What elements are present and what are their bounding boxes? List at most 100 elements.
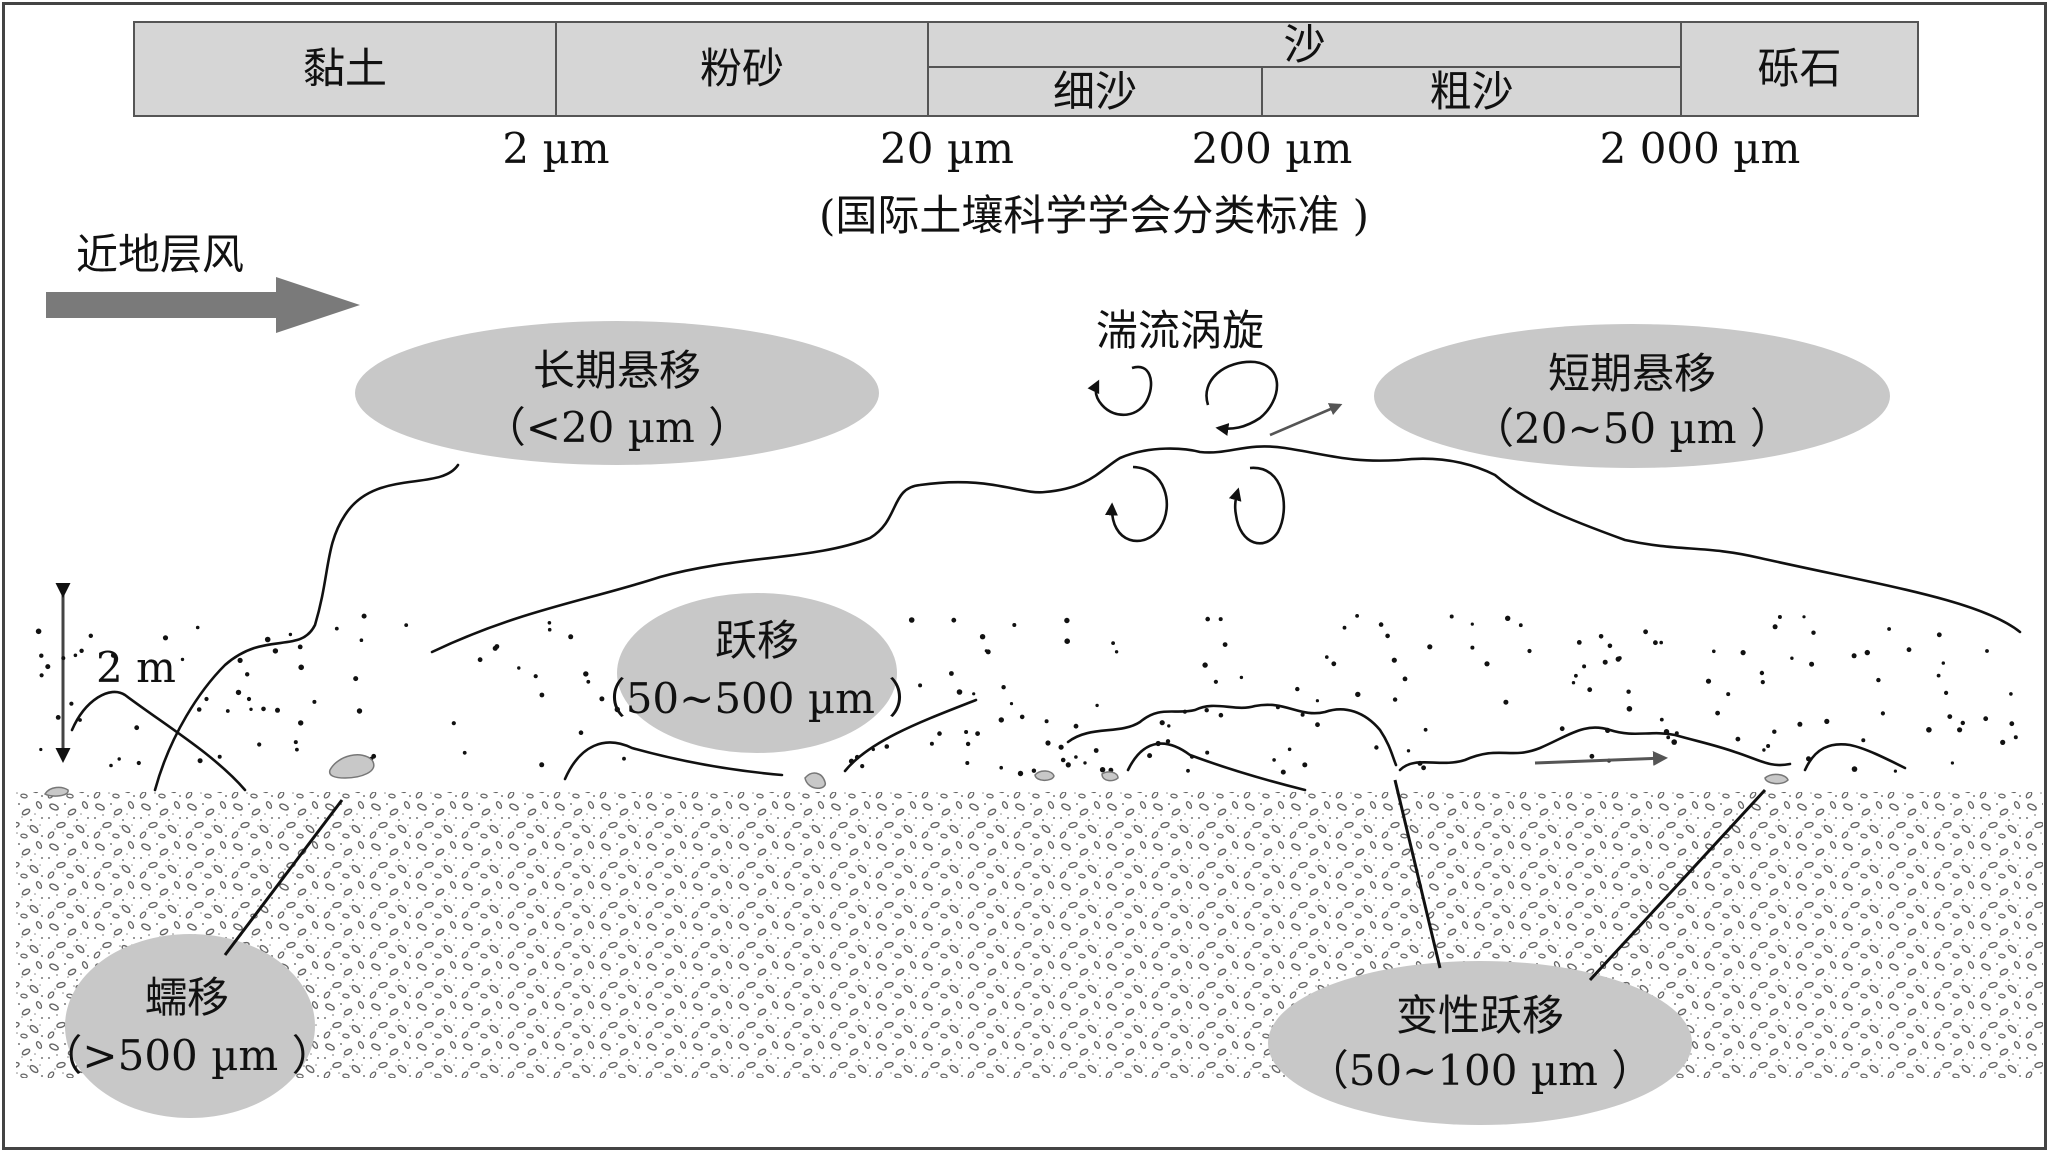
particle-dot <box>1045 740 1051 746</box>
particle-dot <box>1607 643 1613 649</box>
particle-dot <box>1626 689 1631 694</box>
saltation-arc-2 <box>563 741 784 781</box>
particle-dot <box>288 632 293 637</box>
particle-dot <box>908 617 915 623</box>
modified-saltation-range: （50~100 µm ） <box>1306 1046 1654 1095</box>
creep-ellipse <box>65 934 315 1118</box>
particle-dot <box>1802 615 1806 619</box>
particle-dot <box>117 757 121 761</box>
particle-dot <box>1374 745 1379 750</box>
particle-dot <box>1074 755 1078 759</box>
particle-dot <box>964 730 969 734</box>
particle-dot <box>1095 703 1099 708</box>
wind-arrow-icon <box>46 277 360 333</box>
particle-dot <box>1302 762 1308 768</box>
particle-dot <box>1941 661 1946 665</box>
particle-dot <box>1766 744 1771 748</box>
particle-dot <box>55 715 61 720</box>
particle-dot <box>965 761 970 765</box>
particle-dot <box>1114 650 1119 654</box>
surface-pebbles <box>43 754 1789 797</box>
particle-dot <box>35 628 42 635</box>
airborne-particles <box>35 613 2018 777</box>
particle-dot <box>951 617 957 623</box>
particle-dot <box>1947 714 1953 719</box>
particle-dot <box>568 634 574 640</box>
particle-dot <box>293 740 298 745</box>
particle-dot <box>1159 720 1165 726</box>
particle-dot <box>1073 723 1079 729</box>
particle-dot <box>949 671 954 676</box>
particle-dot <box>1009 702 1014 706</box>
eddy-4-icon <box>1228 466 1286 545</box>
particle-dot <box>2009 692 2013 696</box>
particle-dot <box>937 731 942 736</box>
particle-dot <box>110 652 116 658</box>
particle-dot <box>860 764 865 769</box>
particle-dot <box>1759 670 1765 676</box>
sand-cell: 沙 <box>1283 19 1326 69</box>
particle-dot <box>298 720 304 726</box>
particle-dot <box>1031 768 1037 773</box>
particle-dot <box>1960 720 1966 726</box>
particle-dot <box>1470 645 1475 650</box>
saltation-range: （50~500 µm ） <box>583 674 931 723</box>
particle-dot <box>918 683 923 688</box>
saltation-arc-4 <box>1126 742 1307 792</box>
particle-dot <box>1811 630 1816 635</box>
particle-dot <box>88 633 94 638</box>
height-label: 2 m <box>96 643 176 692</box>
modified-saltation-name: 变性跃移 <box>1395 991 1565 1040</box>
particle-dot <box>1777 615 1782 619</box>
particle-dot <box>73 653 78 658</box>
particle-dot <box>1355 691 1361 698</box>
particle-dot <box>517 666 521 670</box>
particle-dot <box>1518 623 1523 628</box>
classification-standard-note: (国际土壤科学学会分类标准 ) <box>818 191 1370 240</box>
particle-dot <box>1880 711 1885 716</box>
particle-dot <box>2013 735 2018 740</box>
particle-dot <box>1671 739 1677 745</box>
eddy-1-icon <box>1087 365 1153 417</box>
particle-dot <box>1218 712 1224 718</box>
particle-dot <box>1165 739 1171 744</box>
ground-soil-layer <box>16 792 2043 1078</box>
particle-dot <box>1936 673 1941 678</box>
particle-dot <box>1111 641 1115 645</box>
particle-dot <box>1058 744 1064 750</box>
particle-dot <box>533 674 538 679</box>
particle-dot <box>1325 655 1329 659</box>
particle-dot <box>1272 758 1276 762</box>
particle-dot <box>1392 697 1398 702</box>
particle-dot <box>1950 761 1954 765</box>
particle-dot <box>1342 625 1347 630</box>
particle-dot <box>1666 735 1671 740</box>
particle-dot <box>1559 726 1565 732</box>
particle-dot <box>257 742 262 747</box>
particle-dot <box>1402 676 1408 682</box>
particle-dot <box>361 613 367 619</box>
particle-dot <box>1449 614 1454 619</box>
particle-dot <box>1017 770 1024 777</box>
particle-dot <box>109 763 113 768</box>
particle-dot <box>1280 769 1286 775</box>
creep-range: （>500 µm ） <box>40 1031 334 1080</box>
particle-dot <box>1809 661 1815 667</box>
saltation-ellipse <box>617 593 897 753</box>
particle-dot <box>1582 664 1587 669</box>
particle-dot <box>1287 747 1292 752</box>
particle-dot <box>583 671 589 677</box>
particle-dot <box>1705 678 1712 684</box>
trajectory-curves <box>70 445 2022 792</box>
particle-dot <box>195 625 200 630</box>
particle-dot <box>1503 699 1509 705</box>
particle-dot <box>295 747 299 752</box>
tick-label-2um: 2 µm <box>502 124 610 173</box>
short-suspension-ellipse <box>1374 324 1890 468</box>
particle-dot <box>614 706 620 713</box>
particle-dot <box>1985 649 1989 653</box>
particle-dot <box>1571 681 1576 685</box>
long-suspension-name: 长期悬移 <box>532 346 702 395</box>
